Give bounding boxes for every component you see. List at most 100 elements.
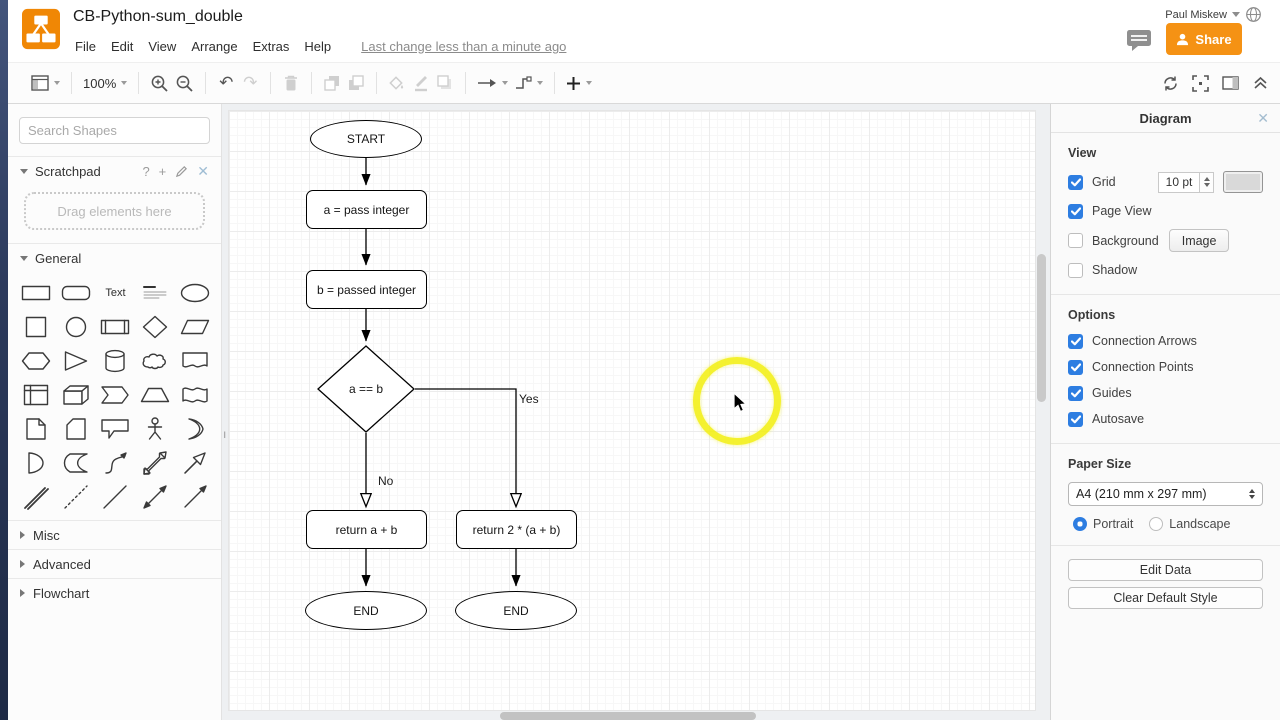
sidebar-collapse-handle[interactable]: II <box>222 430 228 440</box>
undo-button[interactable]: ↶ <box>214 70 238 96</box>
shape-text[interactable]: Text <box>96 280 136 306</box>
waypoint-style-button[interactable] <box>511 70 546 96</box>
format-panel-toggle-button[interactable] <box>1218 70 1242 96</box>
node-decision[interactable]: a == b <box>317 345 415 433</box>
menu-view[interactable]: View <box>148 39 177 54</box>
section-advanced[interactable]: Advanced <box>8 549 221 578</box>
grid-size-input[interactable] <box>1158 171 1200 193</box>
shape-hexagon[interactable] <box>16 348 56 374</box>
delete-button[interactable] <box>279 70 303 96</box>
node-start[interactable]: START <box>310 120 422 158</box>
shape-internal-storage[interactable] <box>16 382 56 408</box>
shape-parallelogram[interactable] <box>175 314 215 340</box>
close-icon[interactable]: ✕ <box>197 162 209 179</box>
scratchpad-header[interactable]: Scratchpad ? + ✕ <box>8 156 221 185</box>
shape-card[interactable] <box>56 416 96 442</box>
panel-tab-diagram[interactable]: Diagram ✕ <box>1051 104 1280 133</box>
shape-step[interactable] <box>96 382 136 408</box>
user-menu[interactable]: Paul Miskew <box>1165 6 1262 23</box>
collapse-toolbar-button[interactable] <box>1248 70 1272 96</box>
shape-circle[interactable] <box>56 314 96 340</box>
add-icon[interactable]: + <box>158 163 167 179</box>
shape-or[interactable] <box>175 416 215 442</box>
shape-triangle[interactable] <box>56 348 96 374</box>
shadow-button[interactable] <box>433 70 457 96</box>
guides-checkbox[interactable] <box>1068 385 1083 401</box>
shape-square[interactable] <box>16 314 56 340</box>
grid-size-stepper[interactable] <box>1200 171 1214 193</box>
zoom-out-button[interactable] <box>172 70 197 96</box>
fill-color-button[interactable] <box>385 70 409 96</box>
grid-checkbox[interactable] <box>1068 174 1083 190</box>
shape-data-storage[interactable] <box>56 450 96 476</box>
image-button[interactable]: Image <box>1168 229 1230 252</box>
shape-line[interactable] <box>96 484 136 510</box>
horizontal-scrollbar[interactable] <box>500 712 756 720</box>
connection-points-checkbox[interactable] <box>1068 359 1083 375</box>
connection-arrows-checkbox[interactable] <box>1068 333 1083 349</box>
edit-pencil-icon[interactable] <box>175 165 188 178</box>
reset-view-button[interactable] <box>1158 70 1182 96</box>
shadow-checkbox[interactable] <box>1068 262 1083 278</box>
shape-cloud[interactable] <box>135 348 175 374</box>
to-front-button[interactable] <box>320 70 344 96</box>
shape-search[interactable] <box>19 117 210 144</box>
last-change-link[interactable]: Last change less than a minute ago <box>361 39 567 54</box>
portrait-radio[interactable] <box>1073 517 1087 531</box>
shape-rectangle[interactable] <box>16 280 56 306</box>
fit-page-button[interactable] <box>1188 70 1212 96</box>
autosave-checkbox[interactable] <box>1068 411 1083 427</box>
section-flowchart[interactable]: Flowchart <box>8 578 221 607</box>
menu-help[interactable]: Help <box>304 39 332 54</box>
share-button[interactable]: Share <box>1166 23 1242 55</box>
comments-icon[interactable] <box>1126 28 1152 52</box>
shape-bidirectional-connector[interactable] <box>135 484 175 510</box>
shape-rounded-rectangle[interactable] <box>56 280 96 306</box>
shape-cylinder[interactable] <box>96 348 136 374</box>
shape-process[interactable] <box>96 314 136 340</box>
node-end-right[interactable]: END <box>455 591 577 630</box>
paper-size-select[interactable]: A4 (210 mm x 297 mm) <box>1068 482 1263 506</box>
shape-document[interactable] <box>175 348 215 374</box>
node-assign-b[interactable]: b = passed integer <box>306 270 427 309</box>
node-end-left[interactable]: END <box>305 591 427 630</box>
shape-callout[interactable] <box>96 416 136 442</box>
shape-link[interactable] <box>16 484 56 510</box>
shape-directional-connector[interactable] <box>175 484 215 510</box>
menu-edit[interactable]: Edit <box>110 39 134 54</box>
insert-button[interactable] <box>563 70 595 96</box>
menu-arrange[interactable]: Arrange <box>191 39 238 54</box>
to-back-button[interactable] <box>344 70 368 96</box>
shape-actor[interactable] <box>135 416 175 442</box>
node-return-sum[interactable]: return a + b <box>306 510 427 549</box>
shape-diamond[interactable] <box>135 314 175 340</box>
globe-icon[interactable] <box>1245 6 1262 23</box>
diagram-canvas[interactable]: II START a = pass integer b = passed int… <box>222 104 1050 720</box>
shape-tape[interactable] <box>175 382 215 408</box>
background-checkbox[interactable] <box>1068 233 1083 248</box>
zoom-level-button[interactable]: 100% <box>80 70 130 96</box>
section-misc[interactable]: Misc <box>8 520 221 549</box>
shape-trapezoid[interactable] <box>135 382 175 408</box>
node-return-double[interactable]: return 2 * (a + b) <box>456 510 577 549</box>
redo-button[interactable]: ↷ <box>238 70 262 96</box>
shape-ellipse[interactable] <box>175 280 215 306</box>
line-color-button[interactable] <box>409 70 433 96</box>
shape-note[interactable] <box>16 416 56 442</box>
clear-default-style-button[interactable]: Clear Default Style <box>1068 587 1263 609</box>
shape-cube[interactable] <box>56 382 96 408</box>
close-icon[interactable]: ✕ <box>1257 110 1269 126</box>
view-style-button[interactable] <box>28 70 63 96</box>
grid-color-swatch[interactable] <box>1223 171 1263 193</box>
section-general[interactable]: General <box>8 243 221 272</box>
menu-extras[interactable]: Extras <box>252 39 290 54</box>
page-view-checkbox[interactable] <box>1068 203 1083 219</box>
shape-arrow[interactable] <box>175 450 215 476</box>
vertical-scrollbar[interactable] <box>1037 254 1046 402</box>
connection-style-button[interactable] <box>474 70 511 96</box>
search-input[interactable] <box>28 123 204 138</box>
scratchpad-dropzone[interactable]: Drag elements here <box>24 192 205 230</box>
shape-curve[interactable] <box>96 450 136 476</box>
help-icon[interactable]: ? <box>142 163 150 179</box>
menu-file[interactable]: File <box>75 39 96 54</box>
